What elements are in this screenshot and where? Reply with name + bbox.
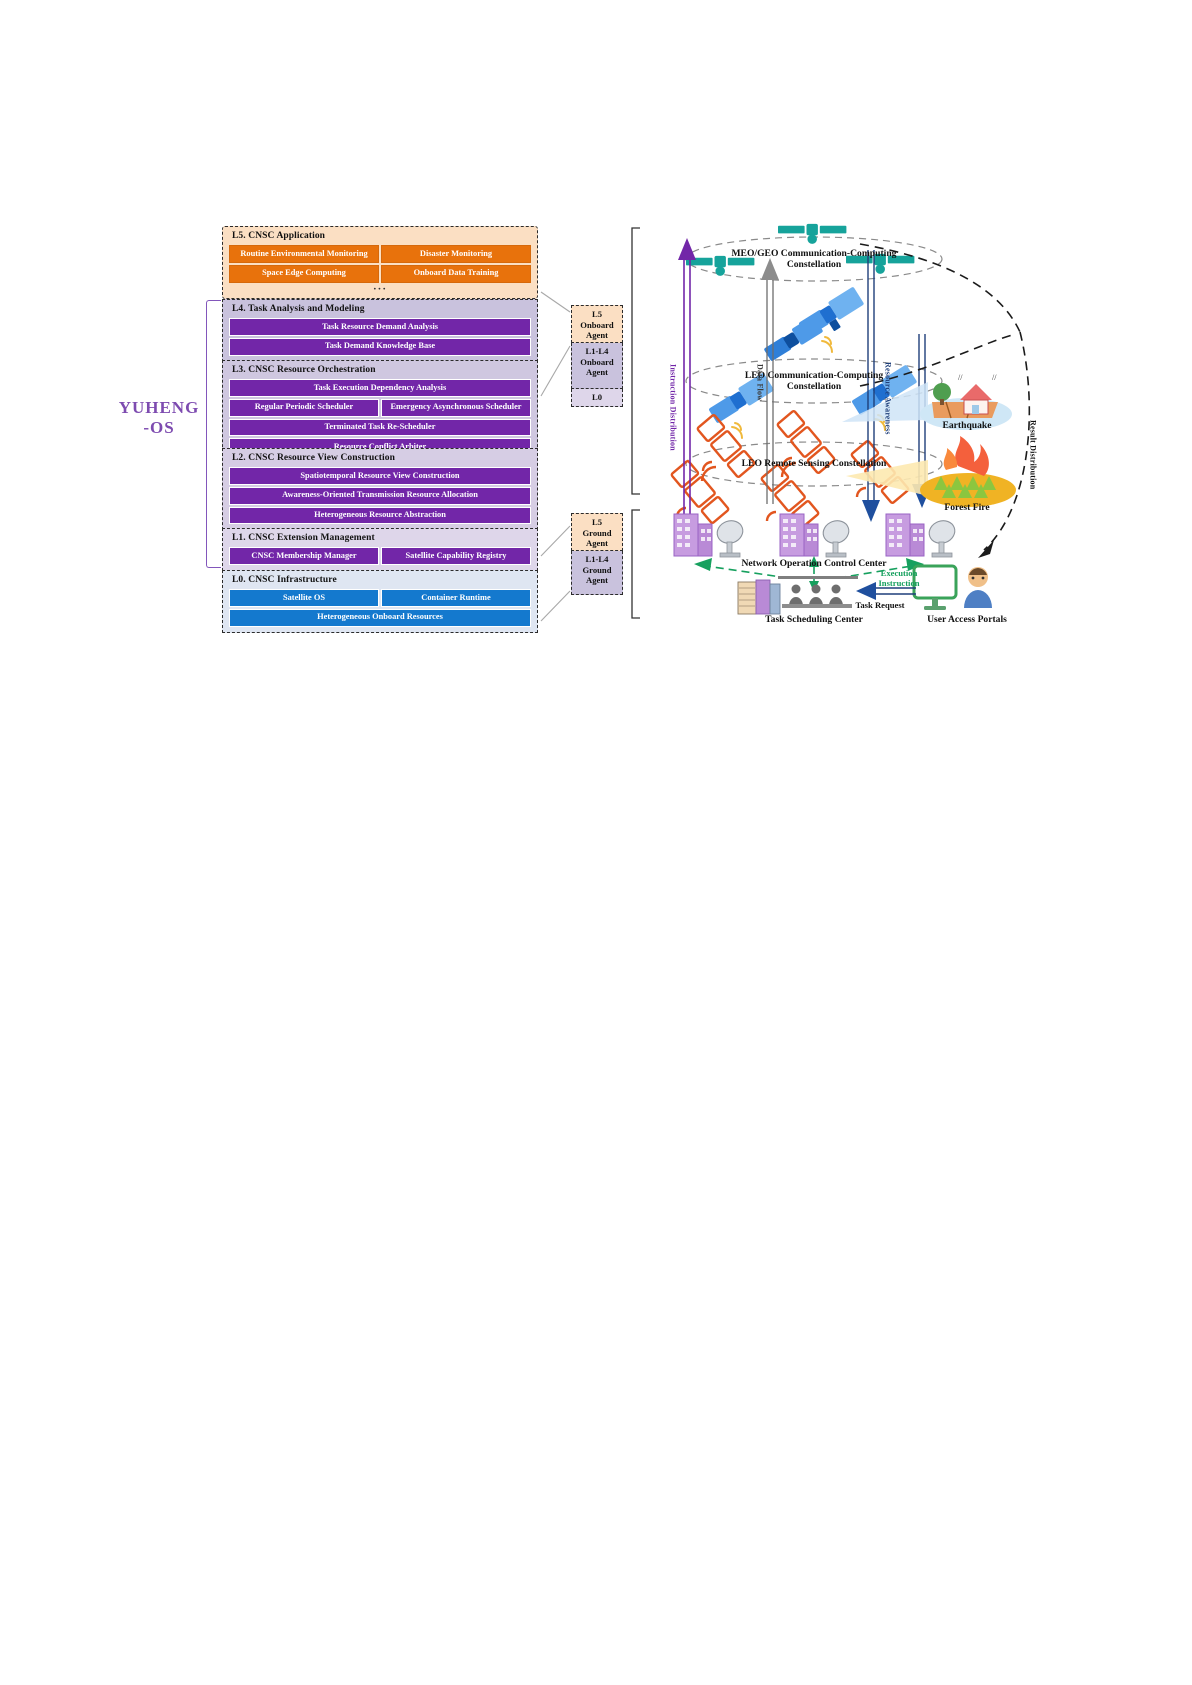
agent-l5-onboard[interactable]: L5 Onboard Agent: [571, 305, 623, 343]
layer-l4-task-analysis-and-modeling: L4. Task Analysis and Modeling Task Reso…: [222, 299, 538, 362]
layer-l4-title: L4. Task Analysis and Modeling: [232, 304, 365, 314]
layer-l2-row-2: Awareness-Oriented Transmission Resource…: [229, 486, 531, 505]
layer-l3-title: L3. CNSC Resource Orchestration: [232, 365, 376, 375]
layer-l1-cnsc-extension-management: L1. CNSC Extension Management CNSC Membe…: [222, 528, 538, 571]
label-result-distribution: Result Distribution: [1028, 420, 1038, 490]
layer-l1-row-1: CNSC Membership Manager Satellite Capabi…: [229, 547, 531, 565]
module-routine-environmental-monitoring[interactable]: Routine Environmental Monitoring: [229, 245, 379, 263]
module-container-runtime[interactable]: Container Runtime: [381, 589, 531, 607]
layer-l5-row-2: Space Edge Computing Onboard Data Traini…: [229, 264, 531, 283]
layer-l5-cnsc-application: L5. CNSC Application Routine Environment…: [222, 226, 538, 300]
onboard-agent-group: L5 Onboard Agent L1-L4 Onboard Agent L0: [571, 305, 623, 407]
module-space-edge-computing[interactable]: Space Edge Computing: [229, 264, 379, 283]
module-satellite-capability-registry[interactable]: Satellite Capability Registry: [381, 547, 531, 565]
layer-l4-row-1: Task Resource Demand Analysis: [229, 318, 531, 336]
label-earthquake: Earthquake: [942, 420, 992, 431]
layer-l2-cnsc-resource-view-construction: L2. CNSC Resource View Construction Spat…: [222, 448, 538, 531]
meo-geo-satellite-icons: [686, 223, 915, 276]
label-resource-awareness: Resource Awareness: [883, 362, 893, 435]
forest-fire-icon: [846, 436, 1016, 507]
brand-line-1: YUHENG: [118, 398, 200, 417]
network-operation-control-center-icons: [673, 513, 956, 558]
label-network-operation-control-center: Network Operation Control Center: [741, 558, 887, 569]
agent-l1-l4-onboard[interactable]: L1-L4 Onboard Agent: [571, 343, 623, 389]
task-scheduling-center-icons: [737, 576, 858, 615]
label-task-scheduling-center: Task Scheduling Center: [765, 614, 863, 625]
label-user-access-portals: User Access Portals: [927, 614, 1007, 625]
layer-l5-row-1: Routine Environmental Monitoring Disaste…: [229, 245, 531, 263]
layer-l5-title: L5. CNSC Application: [232, 231, 326, 241]
layer-l0-row-1: Satellite OS Container Runtime: [229, 589, 531, 607]
space-ground-network-scene: // //: [628, 214, 1048, 634]
result-distribution-route: [859, 243, 1031, 558]
layer-l3-row-1: Task Execution Dependency Analysis: [229, 379, 531, 397]
coordination-arrows: [694, 556, 924, 592]
agent-l5-ground[interactable]: L5 Ground Agent: [571, 513, 623, 551]
label-leo-remote-sensing-constellation: LEO Remote Sensing Constellation: [741, 458, 887, 469]
module-emergency-asynchronous-scheduler[interactable]: Emergency Asynchronous Scheduler: [381, 398, 531, 417]
brand-line-2: -OS: [143, 417, 175, 437]
layer-l3-cnsc-resource-orchestration: L3. CNSC Resource Orchestration Task Exe…: [222, 360, 538, 463]
agent-l0-onboard[interactable]: L0: [571, 389, 623, 407]
module-heterogeneous-onboard-resources[interactable]: Heterogeneous Onboard Resources: [229, 608, 531, 627]
module-onboard-data-training[interactable]: Onboard Data Training: [381, 264, 531, 283]
module-task-execution-dependency-analysis[interactable]: Task Execution Dependency Analysis: [229, 379, 531, 397]
module-satellite-os[interactable]: Satellite OS: [229, 589, 379, 607]
layer-l2-row-1: Spatiotemporal Resource View Constructio…: [229, 467, 531, 485]
layer-l1-title: L1. CNSC Extension Management: [232, 533, 375, 543]
module-task-resource-demand-analysis[interactable]: Task Resource Demand Analysis: [229, 318, 531, 336]
layer-l2-row-3: Heterogeneous Resource Abstraction: [229, 506, 531, 525]
user-access-portals-icons: [912, 564, 992, 610]
label-execution-instruction: Execution Instruction: [878, 568, 920, 589]
label-leo-communication-constellation: LEO Communication-Computing Constellatio…: [744, 370, 884, 393]
layer-l3-row-3: Terminated Task Re-Scheduler: [229, 418, 531, 437]
segment-brackets: [631, 227, 640, 619]
ground-agent-group: L5 Ground Agent L1-L4 Ground Agent: [571, 513, 623, 595]
task-request-arrow: [856, 582, 916, 600]
label-meo-geo-constellation: MEO/GEO Communication-Computing Constell…: [731, 248, 897, 271]
module-task-demand-knowledge-base[interactable]: Task Demand Knowledge Base: [229, 337, 531, 356]
layer-l5-ellipsis: ···: [372, 282, 387, 295]
module-terminated-task-re-scheduler[interactable]: Terminated Task Re-Scheduler: [229, 418, 531, 437]
layer-l0-title: L0. CNSC Infrastructure: [232, 575, 337, 585]
label-forest-fire: Forest Fire: [944, 502, 990, 513]
core-layers-brace: [206, 300, 221, 568]
svg-text://: //: [958, 373, 963, 382]
label-task-request: Task Request: [855, 600, 905, 610]
layer-l0-cnsc-infrastructure: L0. CNSC Infrastructure Satellite OS Con…: [222, 570, 538, 633]
layer-l3-row-2: Regular Periodic Scheduler Emergency Asy…: [229, 398, 531, 417]
layer-l2-title: L2. CNSC Resource View Construction: [232, 453, 395, 463]
svg-text://: //: [992, 373, 997, 382]
module-spatiotemporal-resource-view-construction[interactable]: Spatiotemporal Resource View Constructio…: [229, 467, 531, 485]
stack-to-agent-connectors: [540, 291, 571, 622]
module-disaster-monitoring[interactable]: Disaster Monitoring: [381, 245, 531, 263]
agent-l1-l4-ground[interactable]: L1-L4 Ground Agent: [571, 551, 623, 595]
module-cnsc-membership-manager[interactable]: CNSC Membership Manager: [229, 547, 379, 565]
yuheng-os-brand: YUHENG -OS: [100, 398, 218, 437]
module-awareness-oriented-transmission-resource-allocation[interactable]: Awareness-Oriented Transmission Resource…: [229, 486, 531, 505]
earthquake-icon: // //: [842, 373, 1012, 430]
label-instruction-distribution: Instruction Distribution: [668, 364, 678, 451]
layer-l4-row-2: Task Demand Knowledge Base: [229, 337, 531, 356]
module-regular-periodic-scheduler[interactable]: Regular Periodic Scheduler: [229, 398, 379, 417]
layer-l0-row-2: Heterogeneous Onboard Resources: [229, 608, 531, 627]
label-data-flow: Data Flow: [755, 364, 765, 402]
module-heterogeneous-resource-abstraction[interactable]: Heterogeneous Resource Abstraction: [229, 506, 531, 525]
